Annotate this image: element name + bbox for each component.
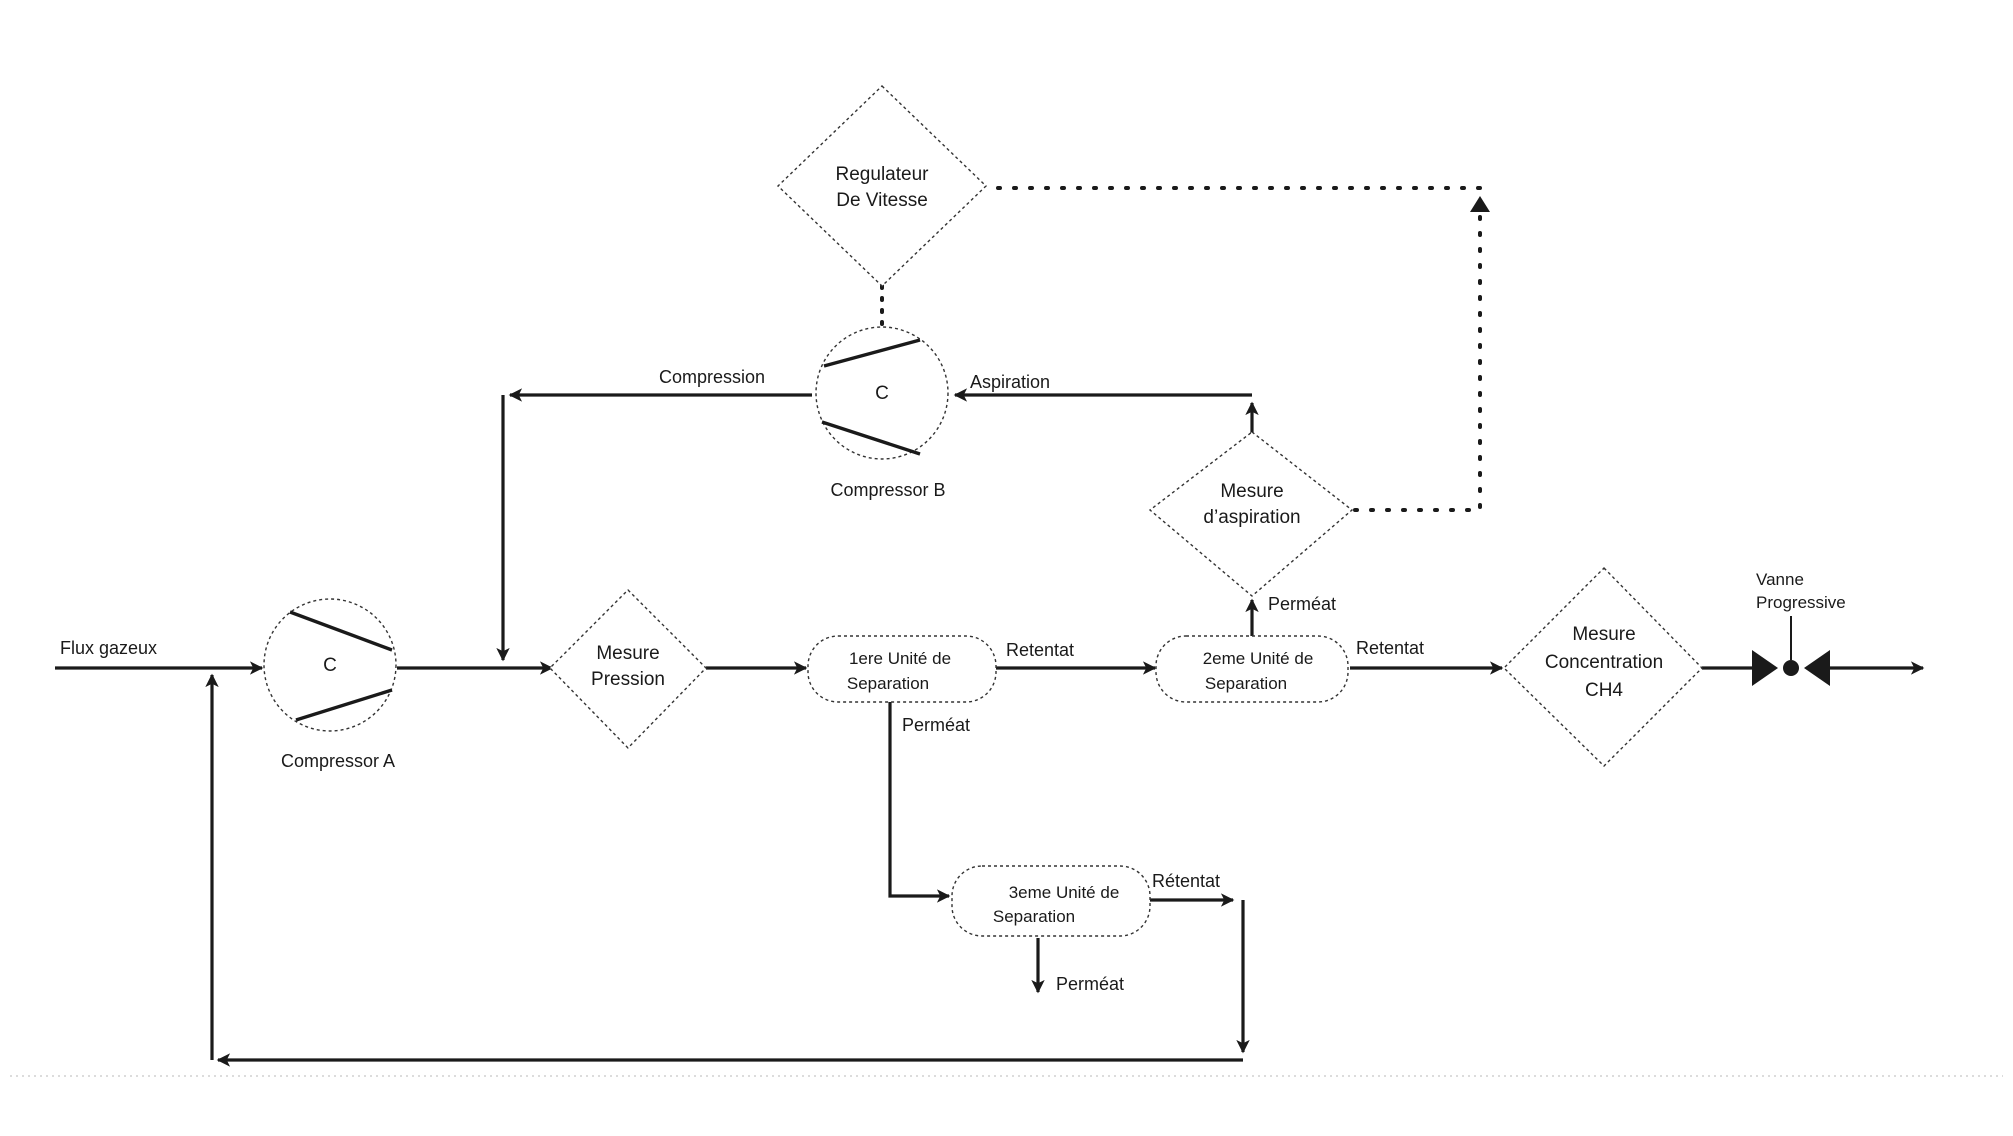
vanne-center [1783, 660, 1799, 676]
unite-separation-2: 2eme Unité de Separation [1156, 636, 1348, 702]
permeat-3-label: Perméat [1056, 974, 1124, 994]
mesure-aspiration-line2: d’aspiration [1203, 507, 1300, 528]
mesure-pression: Mesure Pression [550, 590, 706, 748]
mesure-concentration-line2: Concentration [1545, 652, 1663, 673]
vanne-right-triangle [1804, 650, 1830, 686]
unite-3-line1: 3eme Unité de [1009, 883, 1120, 902]
compressor-b: C [816, 327, 948, 459]
unite-2-line1: 2eme Unité de [1203, 649, 1314, 668]
unite-2-line2: Separation [1205, 674, 1287, 693]
compressor-a-symbol: C [323, 655, 337, 676]
unite-1-line2: Separation [847, 674, 929, 693]
regulateur-shape [778, 86, 986, 286]
permeat-2-label: Perméat [1268, 594, 1336, 614]
unite-separation-3: 3eme Unité de Separation [952, 866, 1150, 936]
mesure-concentration-ch4: Mesure Concentration CH4 [1504, 568, 1702, 766]
retentat-2-label: Retentat [1356, 638, 1424, 658]
mesure-pression-line1: Mesure [596, 643, 659, 664]
unite-1-line1: 1ere Unité de [849, 649, 951, 668]
flux-gazeux-label: Flux gazeux [60, 638, 157, 658]
compressor-b-symbol: C [875, 383, 889, 404]
retentat-3-label: Rétentat [1152, 871, 1220, 891]
mesure-aspiration-line1: Mesure [1220, 481, 1283, 502]
vanne-left-triangle [1752, 650, 1778, 686]
compression-label: Compression [659, 367, 765, 387]
compressor-a: C [264, 599, 396, 731]
regulateur-line1: Regulateur [836, 164, 930, 185]
unite-separation-1: 1ere Unité de Separation [808, 636, 996, 702]
regulateur-de-vitesse: Regulateur De Vitesse [778, 86, 986, 286]
mesure-concentration-line3: CH4 [1585, 680, 1623, 701]
mesure-pression-line2: Pression [591, 669, 665, 690]
vanne-line1: Vanne [1756, 570, 1804, 589]
compressor-a-label: Compressor A [281, 751, 395, 771]
permeat-1-label: Perméat [902, 715, 970, 735]
regulateur-line2: De Vitesse [836, 190, 928, 211]
unite-3-line2: Separation [993, 907, 1075, 926]
mesure-aspiration: Mesure d’aspiration [1150, 432, 1352, 596]
vanne-line2: Progressive [1756, 593, 1846, 612]
control-signal-arrowhead [1470, 196, 1490, 212]
control-signal-line [1355, 200, 1480, 510]
compressor-b-label: Compressor B [830, 480, 945, 500]
mesure-concentration-line1: Mesure [1572, 624, 1635, 645]
retentat-1-label: Retentat [1006, 640, 1074, 660]
aspiration-label: Aspiration [970, 372, 1050, 392]
